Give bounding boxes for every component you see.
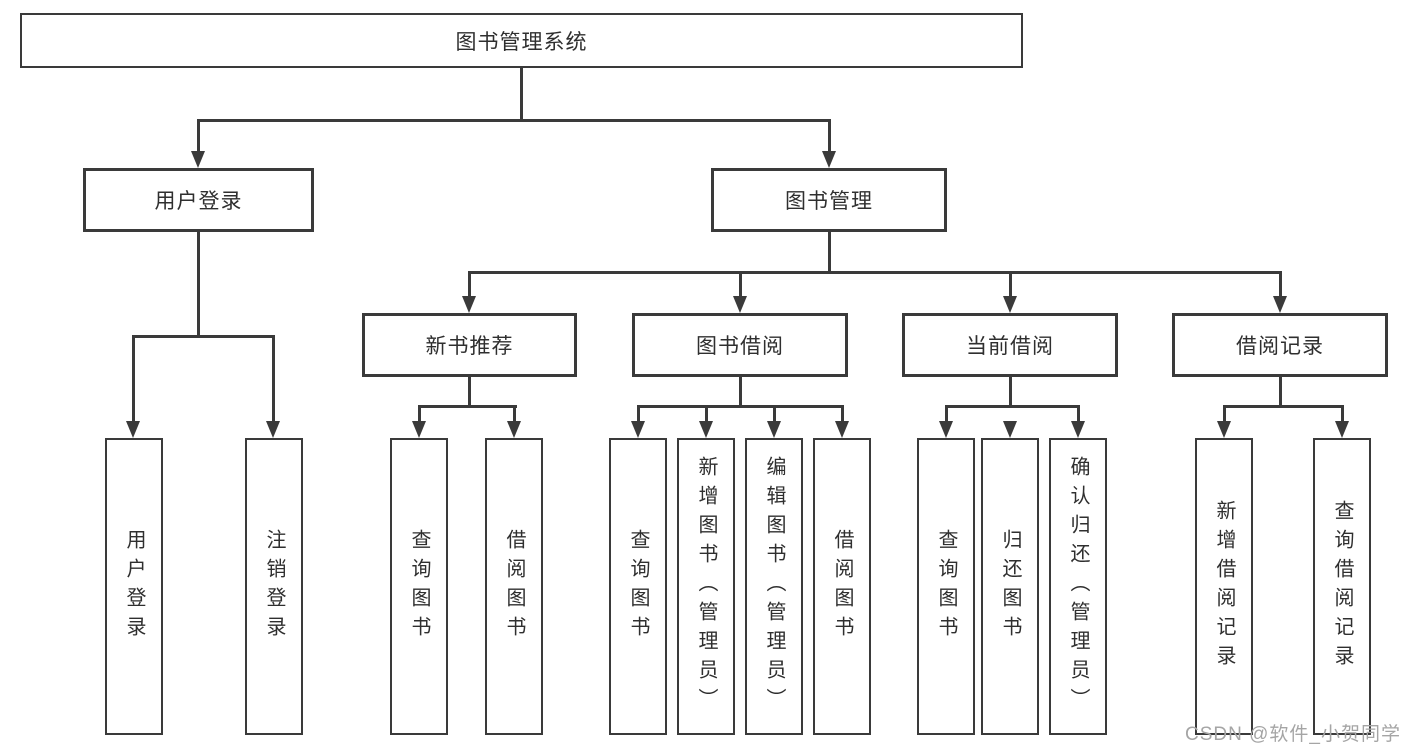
connector-line	[1008, 377, 1012, 408]
connector-line	[468, 377, 471, 408]
leaf-label: 借阅图书	[831, 528, 853, 645]
csdn-watermark: CSDN @软件_小贺同学	[1185, 724, 1401, 745]
connector-line	[271, 335, 275, 423]
leaf-label: 查询图书	[408, 528, 430, 645]
connector-line	[636, 405, 844, 408]
connector-line	[1340, 405, 1344, 423]
connector-line	[1278, 377, 1282, 408]
connector-line	[512, 405, 516, 423]
connector-line	[738, 271, 742, 298]
leaf-query-books-borrowing: 查询图书	[609, 438, 667, 735]
connector-line	[417, 405, 517, 408]
connector-line	[131, 335, 135, 423]
node-new-book-recommendation: 新书推荐	[362, 313, 577, 377]
node-borrowing-records: 借阅记录	[1172, 313, 1388, 377]
connector-line	[944, 405, 948, 423]
connector-line	[1222, 405, 1343, 408]
node-label: 图书借阅	[696, 334, 784, 358]
arrowhead-down-icon	[506, 421, 521, 438]
connector-line	[1222, 405, 1226, 423]
arrowhead-down-icon	[462, 296, 476, 313]
node-user-login: 用户登录	[83, 168, 314, 232]
connector-line	[636, 405, 640, 423]
leaf-label: 查询图书	[627, 528, 649, 645]
arrowhead-down-icon	[630, 421, 645, 438]
leaf-label: 编辑图书（管理员）	[763, 456, 785, 717]
connector-line	[196, 232, 200, 338]
leaf-label: 新增借阅记录	[1213, 499, 1235, 674]
leaf-label: 用户登录	[123, 528, 145, 645]
arrowhead-down-icon	[938, 421, 953, 438]
leaf-label: 确认归还（管理员）	[1067, 456, 1089, 717]
node-label: 借阅记录	[1236, 334, 1324, 358]
connector-line	[704, 405, 708, 423]
node-label: 当前借阅	[966, 334, 1054, 358]
leaf-edit-books-admin: 编辑图书（管理员）	[745, 438, 803, 735]
leaf-borrow-books-recommend: 借阅图书	[485, 438, 543, 735]
leaf-return-books: 归还图书	[981, 438, 1039, 735]
connector-line	[520, 68, 523, 122]
arrowhead-down-icon	[766, 421, 781, 438]
arrowhead-down-icon	[1272, 296, 1287, 313]
leaf-label: 查询借阅记录	[1331, 499, 1353, 674]
connector-line	[468, 271, 1281, 274]
arrowhead-down-icon	[834, 421, 849, 438]
node-label: 用户登录	[154, 189, 243, 213]
arrowhead-down-icon	[1334, 421, 1349, 438]
leaf-query-books-current: 查询图书	[917, 438, 975, 735]
connector-line	[1008, 271, 1012, 298]
node-label: 图书管理	[785, 189, 873, 213]
arrowhead-down-icon	[1216, 421, 1231, 438]
connector-line	[840, 405, 844, 423]
leaf-query-borrow-record: 查询借阅记录	[1313, 438, 1371, 735]
leaf-borrow-books: 借阅图书	[813, 438, 871, 735]
connector-line	[468, 271, 471, 298]
connector-line	[417, 405, 421, 423]
leaf-user-login: 用户登录	[105, 438, 163, 735]
leaf-label: 注销登录	[263, 528, 285, 645]
arrowhead-down-icon	[698, 421, 713, 438]
arrowhead-down-icon	[1002, 296, 1017, 313]
arrowhead-down-icon	[1070, 421, 1085, 438]
connector-line	[738, 377, 742, 408]
leaf-confirm-return-admin: 确认归还（管理员）	[1049, 438, 1107, 735]
arrowhead-down-icon	[265, 421, 280, 438]
connector-line	[1278, 271, 1282, 298]
leaf-logout: 注销登录	[245, 438, 303, 735]
arrowhead-down-icon	[732, 296, 747, 313]
connector-line	[196, 119, 200, 153]
arrowhead-down-icon	[125, 421, 140, 438]
node-book-borrowing: 图书借阅	[632, 313, 848, 377]
connector-line	[196, 119, 831, 122]
arrowhead-down-icon	[821, 151, 836, 168]
leaf-label: 查询图书	[935, 528, 957, 645]
leaf-add-books-admin: 新增图书（管理员）	[677, 438, 735, 735]
leaf-label: 新增图书（管理员）	[695, 456, 717, 717]
connector-line	[827, 119, 831, 153]
node-current-borrowing: 当前借阅	[902, 313, 1118, 377]
node-label: 新书推荐	[425, 334, 514, 358]
node-library-management-system: 图书管理系统	[20, 13, 1023, 68]
node-label: 图书管理系统	[455, 29, 588, 54]
arrowhead-down-icon	[190, 151, 205, 168]
node-book-management: 图书管理	[711, 168, 947, 232]
connector-line	[772, 405, 776, 423]
leaf-query-books-recommend: 查询图书	[390, 438, 448, 735]
arrowhead-down-icon	[411, 421, 426, 438]
connector-line	[1076, 405, 1080, 423]
connector-line	[944, 405, 1080, 408]
leaf-label: 归还图书	[999, 528, 1021, 645]
connector-line	[131, 335, 275, 338]
leaf-label: 借阅图书	[503, 528, 525, 645]
arrowhead-down-icon	[1002, 421, 1017, 438]
connector-line	[827, 232, 831, 274]
leaf-add-borrow-record: 新增借阅记录	[1195, 438, 1253, 735]
